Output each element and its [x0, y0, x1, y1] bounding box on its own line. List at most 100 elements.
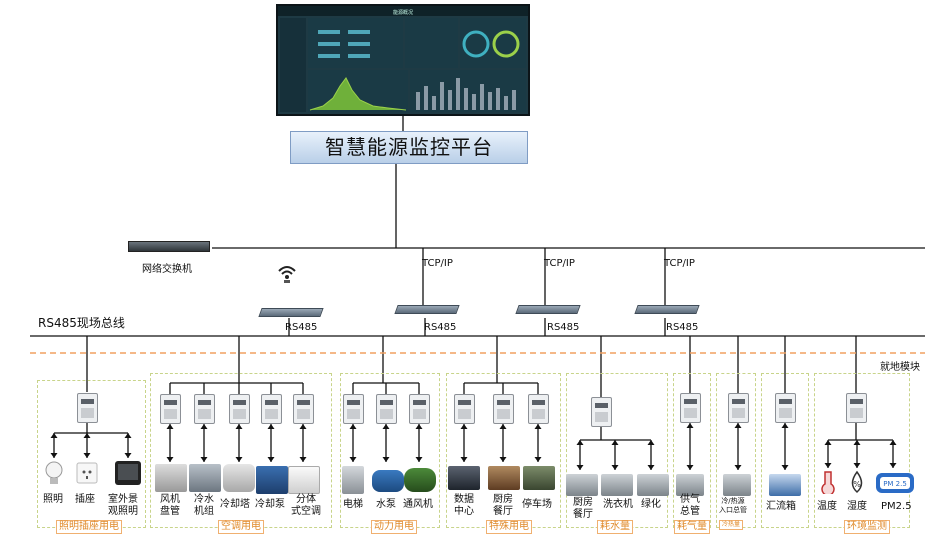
arrowhead [889, 440, 897, 445]
pm25-icon: PM 2.5 [876, 473, 914, 493]
water-meter-icon [601, 474, 633, 496]
wifi-icon [278, 266, 296, 283]
arrowhead [299, 457, 307, 462]
arrowhead [124, 433, 132, 438]
cooling-tower-icon [223, 464, 255, 492]
device-label: 冷水 机组 [194, 494, 214, 517]
thermometer-icon [821, 471, 835, 494]
device-label: 温度 [817, 501, 837, 512]
meter-icon [680, 393, 701, 423]
platform-title: 智慧能源监控平台 [290, 131, 528, 164]
device-label: PM2.5 [881, 501, 912, 512]
arrowhead [299, 424, 307, 429]
group-name: 空调用电 [218, 520, 264, 534]
arrowhead [200, 457, 208, 462]
arrowhead [576, 440, 584, 445]
device-label: 照明 [43, 494, 63, 505]
device-label: 冷却泵 [255, 499, 285, 510]
arrowhead [267, 457, 275, 462]
group-name: 特殊用电 [486, 520, 532, 534]
water-pump-icon [372, 470, 404, 492]
arrowhead [460, 457, 468, 462]
bus-label: RS485现场总线 [38, 316, 125, 330]
group-frame [761, 373, 809, 528]
meter-icon [775, 393, 796, 423]
device-label: 室外景 观照明 [108, 494, 138, 517]
arrowhead [349, 424, 357, 429]
arrowhead [611, 440, 619, 445]
arrowhead [686, 423, 694, 428]
gateway-icon [394, 305, 460, 314]
rs485-label: RS485 [666, 322, 699, 333]
rs485-label: RS485 [547, 322, 580, 333]
gateway-icon [515, 305, 581, 314]
device-label: 通风机 [403, 499, 433, 510]
arrowhead [382, 424, 390, 429]
parking-icon [523, 466, 555, 490]
arrowhead [781, 465, 789, 470]
arrowhead [83, 433, 91, 438]
arrowhead [889, 463, 897, 468]
meter-icon [376, 394, 397, 424]
humidity-icon: % [851, 470, 863, 494]
solar-panel-icon [769, 474, 801, 496]
meter-icon [454, 394, 475, 424]
group-name: 冷热量 [719, 520, 744, 530]
device-label: 停车场 [522, 499, 552, 510]
arrowhead [824, 440, 832, 445]
panel-icon [115, 461, 141, 485]
arrowhead [166, 424, 174, 429]
arrowhead [853, 440, 861, 445]
group-name: 动力用电 [371, 520, 417, 534]
fan-coil-icon [155, 464, 187, 492]
arrowhead [382, 457, 390, 462]
arrowhead [267, 424, 275, 429]
arrowhead [235, 457, 243, 462]
meter-icon [229, 394, 250, 424]
switch-label: 网络交换机 [142, 264, 192, 275]
arrowhead [781, 423, 789, 428]
device-label: 风机 盘管 [160, 494, 180, 517]
device-label: 分体 式空调 [291, 494, 321, 517]
group-name: 耗气量 [674, 520, 710, 534]
kitchen-icon [488, 466, 520, 490]
meter-icon [343, 394, 364, 424]
water-meter-icon [566, 474, 598, 496]
svg-text:PM 2.5: PM 2.5 [883, 480, 907, 488]
dashboard-thumbnail: 能源概况 [278, 6, 528, 112]
meter-icon [194, 394, 215, 424]
meter-icon [261, 394, 282, 424]
arrowhead [166, 457, 174, 462]
device-label: 湿度 [847, 501, 867, 512]
pump-icon [256, 466, 288, 494]
arrowhead [734, 423, 742, 428]
gateway-icon [634, 305, 700, 314]
arrowhead [686, 465, 694, 470]
device-label: 供气 总管 [680, 494, 700, 517]
socket-icon [76, 462, 98, 484]
bulb-icon [45, 461, 63, 484]
arrowhead [124, 453, 132, 458]
meter-icon [160, 394, 181, 424]
gas-meter-icon [676, 474, 704, 496]
arrowhead [235, 424, 243, 429]
water-meter-icon [637, 474, 669, 496]
arrowhead [349, 457, 357, 462]
group-name: 照明插座用电 [56, 520, 122, 534]
rs485-label: RS485 [285, 322, 318, 333]
network-switch-icon [128, 241, 210, 252]
device-label: 插座 [75, 494, 95, 505]
local-module-label: 就地模块 [880, 362, 920, 373]
split-ac-icon [288, 466, 320, 494]
device-label: 电梯 [343, 499, 363, 510]
meter-icon [409, 394, 430, 424]
arrowhead [415, 457, 423, 462]
monitor-screen: 能源概况 [276, 4, 530, 116]
rs485-label: RS485 [424, 322, 457, 333]
meter-icon [591, 397, 612, 427]
arrowhead [853, 463, 861, 468]
gateway-icon [258, 308, 324, 317]
tcp-label: TCP/IP [664, 258, 695, 269]
chiller-icon [189, 464, 221, 492]
